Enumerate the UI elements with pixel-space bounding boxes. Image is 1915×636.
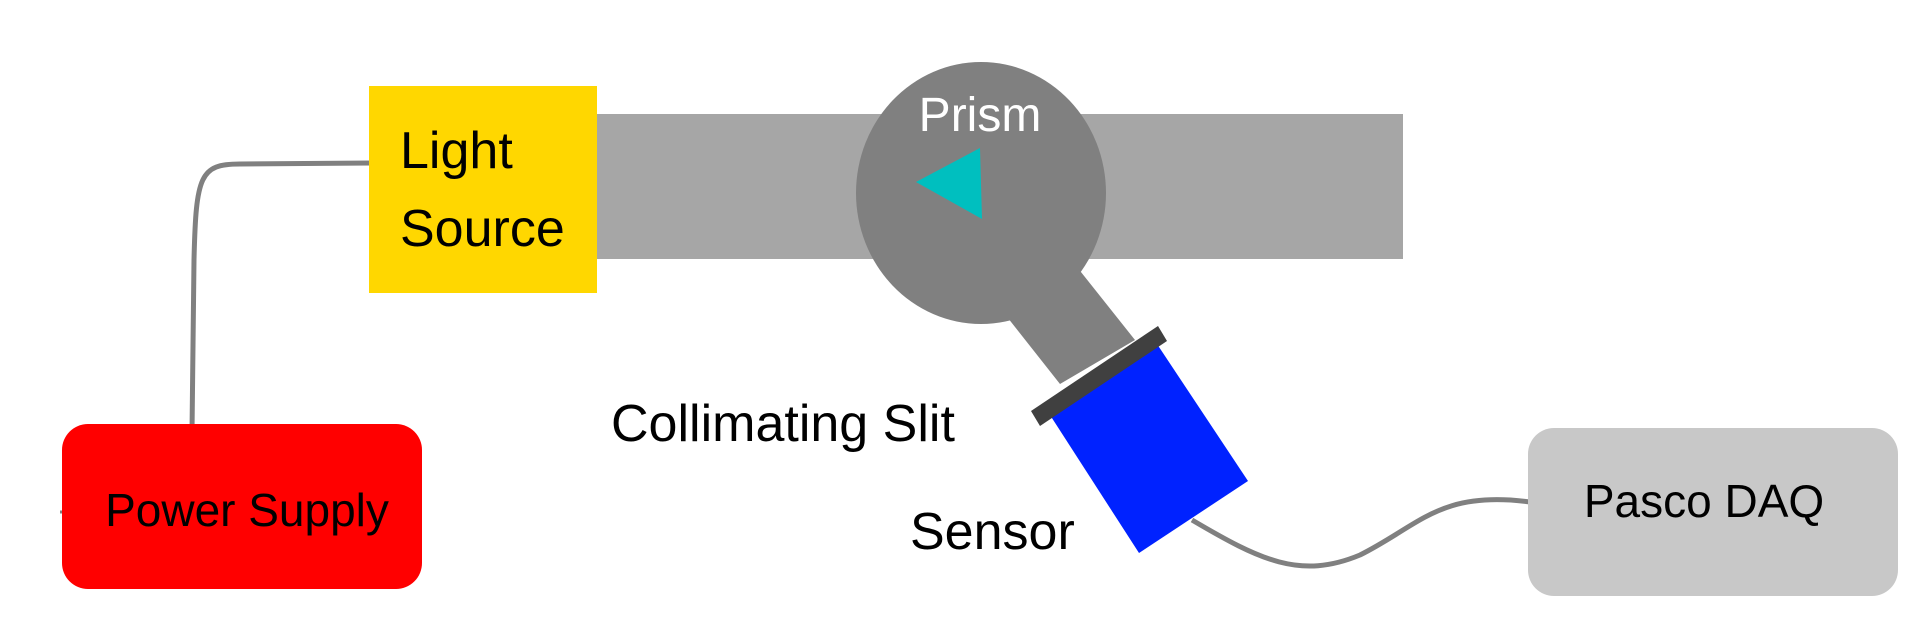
light-source-label-line2: Source [400,200,565,258]
light-source [369,86,597,293]
pasco-daq-label: Pasco DAQ [1584,475,1824,527]
collimating-slit [1031,326,1167,426]
daq-cable [1190,497,1531,569]
light-source-label-line1: Light [400,122,513,180]
prism-label: Prism [919,89,1042,142]
pasco-daq [1528,428,1898,596]
sensor-label: Sensor [910,503,1075,561]
prism-triangle [916,148,982,219]
collimating-slit-label: Collimating Slit [611,395,955,453]
power-supply [62,424,422,589]
sensor-body [1050,344,1248,553]
power-cable [189,160,373,433]
power-supply-label: Power Supply [105,484,389,536]
